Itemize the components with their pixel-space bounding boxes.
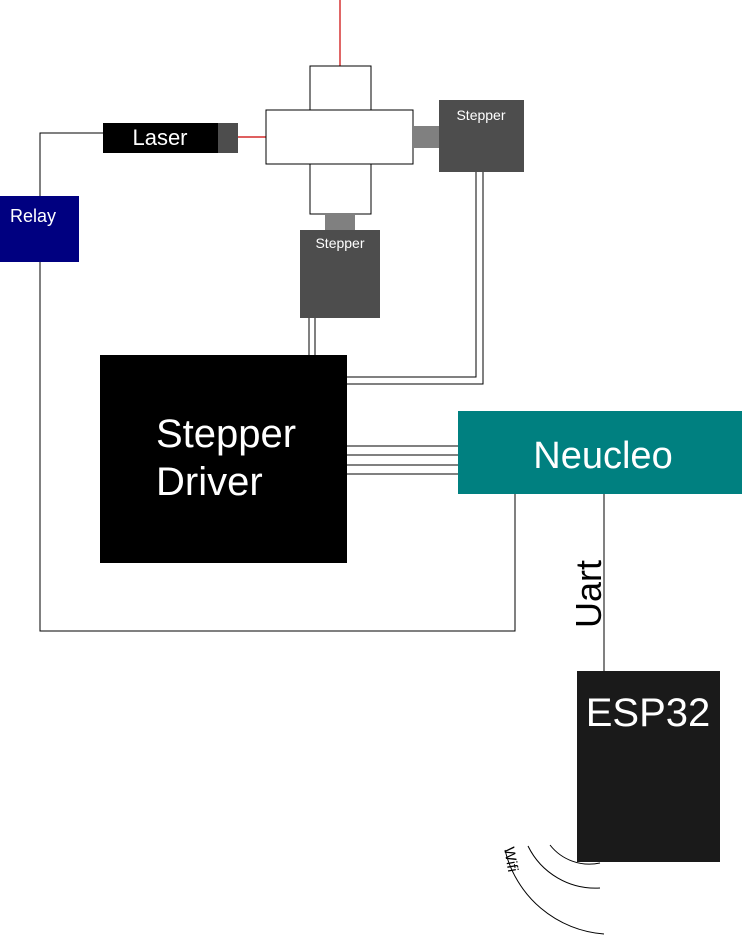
uart-label: Uart [568,560,609,628]
wire-stepper-right-2 [347,172,484,385]
nucleo-label: Neucleo [533,435,672,477]
relay-label: Relay [10,206,56,226]
stepper-driver-box [100,355,347,563]
laser-lens [218,123,238,153]
stepper-right-shaft [413,126,439,148]
wifi-arc-medium [527,845,601,889]
wifi-label: Wifi [500,846,521,874]
laser-body [103,123,218,153]
wifi-arc-small [549,844,601,865]
wifi-arc-large [504,849,605,935]
relay-box [0,196,79,262]
laser-label: Laser [132,125,187,150]
stepper-bottom-shaft [325,214,355,230]
wire-relay-nucleo [39,262,516,632]
stepper-bottom [300,230,380,318]
gantry-center [265,109,414,165]
stepper-right-label: Stepper [456,107,505,123]
stepper-driver-label-line2: Driver [156,460,263,504]
gantry-vertical-arm-bottom [309,163,372,215]
nucleo-box [458,411,742,494]
stepper-right [439,100,524,172]
gantry-vertical-arm-top [309,65,372,111]
esp32-label: ESP32 [586,691,711,735]
wire-stepper-right-1 [347,172,477,378]
stepper-bottom-label: Stepper [315,235,364,251]
esp32-box [577,671,720,862]
wire-laser-relay [39,132,103,196]
stepper-driver-label-line1: Stepper [156,412,296,456]
